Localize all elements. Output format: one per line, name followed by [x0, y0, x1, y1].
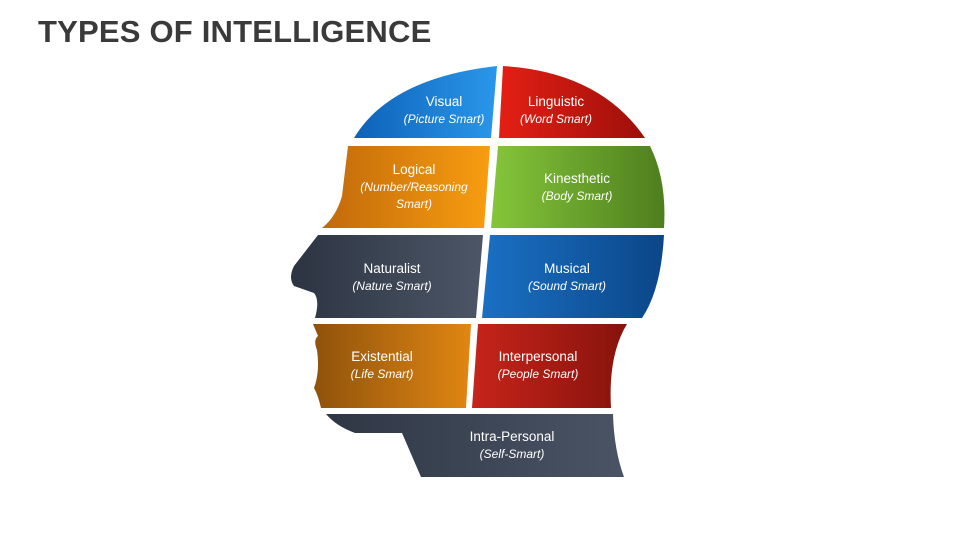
segment-naturalist: [291, 235, 483, 318]
segment-logical-title: Logical: [393, 162, 436, 177]
segment-logical-subtitle-line-1: (Number/Reasoning: [360, 180, 468, 194]
segment-naturalist-title: Naturalist: [363, 261, 420, 276]
segment-kinesthetic: [491, 146, 665, 228]
segment-musical: [482, 235, 664, 318]
segment-naturalist-subtitle: (Nature Smart): [352, 279, 431, 293]
slide-title: TYPES OF INTELLIGENCE: [38, 14, 432, 49]
segment-kinesthetic-title: Kinesthetic: [544, 171, 610, 186]
segment-logical: [322, 146, 490, 228]
segment-visual-subtitle: (Picture Smart): [404, 112, 485, 126]
segment-interpersonal-subtitle: (People Smart): [498, 367, 579, 381]
segment-linguistic-subtitle: (Word Smart): [520, 112, 592, 126]
segment-musical-subtitle: (Sound Smart): [528, 279, 606, 293]
segment-visual: [354, 66, 497, 138]
segment-musical-title: Musical: [544, 261, 590, 276]
segment-existential-subtitle: (Life Smart): [351, 367, 414, 381]
segment-linguistic: [499, 66, 645, 138]
segment-existential: [313, 324, 471, 408]
segment-interpersonal: [472, 324, 627, 408]
segment-interpersonal-title: Interpersonal: [499, 349, 578, 364]
segment-visual-title: Visual: [426, 94, 463, 109]
segment-kinesthetic-subtitle: (Body Smart): [542, 189, 613, 203]
segment-linguistic-title: Linguistic: [528, 94, 585, 109]
segment-intrapersonal-title: Intra-Personal: [470, 429, 555, 444]
segment-intrapersonal: [326, 414, 624, 477]
segment-logical-subtitle-line-2: Smart): [396, 197, 432, 211]
segment-existential-title: Existential: [351, 349, 413, 364]
segment-intrapersonal-subtitle: (Self-Smart): [480, 447, 545, 461]
